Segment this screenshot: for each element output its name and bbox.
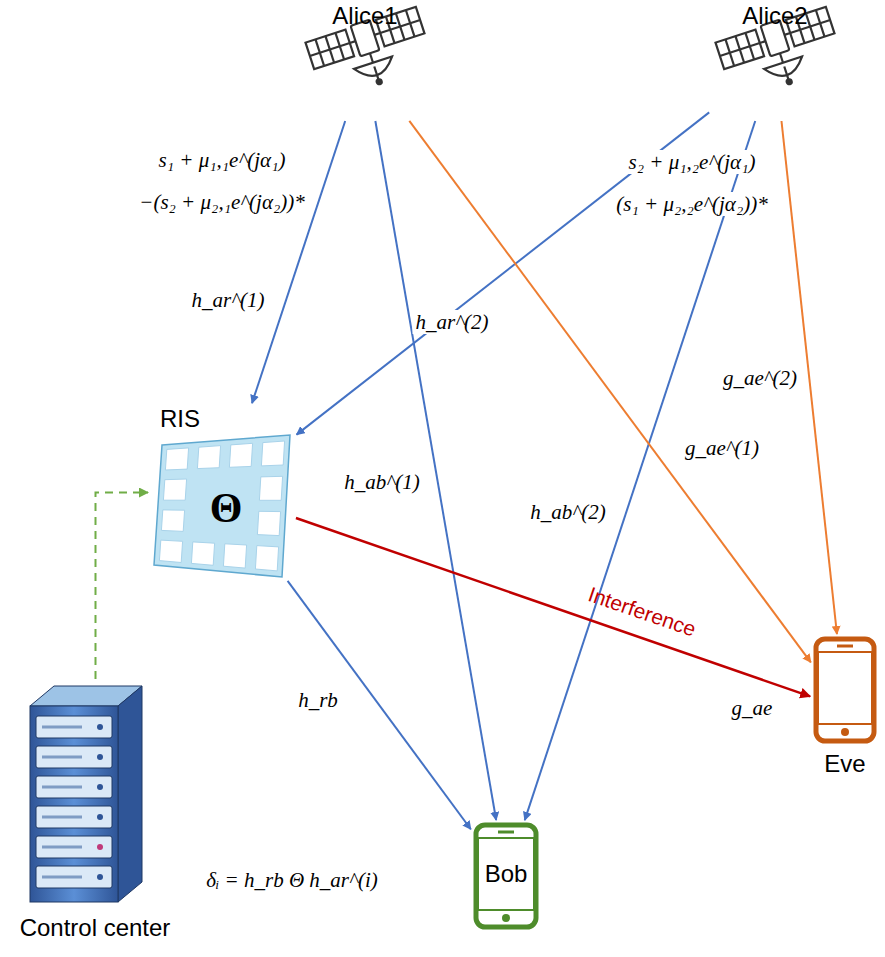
channel-arrow: [409, 121, 810, 663]
channel-label: h_ar^(2): [412, 310, 491, 334]
signal-label: −(s₂ + μ₂,₁e^(jα₂))*: [136, 190, 308, 214]
signal-label: (s₁ + μ₂,₂e^(jα₂))*: [613, 192, 770, 216]
channel-label: h_ar^(1): [188, 288, 267, 312]
ris-panel: RIS Θ: [150, 405, 295, 580]
satellite-node: Alice1: [300, 2, 430, 120]
channel-label: g_ae^(2): [720, 366, 800, 390]
node-label: Control center: [20, 914, 171, 942]
satellite-node: Alice2: [710, 2, 840, 120]
node-label: RIS: [160, 405, 200, 433]
channel-label: h_ab^(2): [527, 500, 608, 524]
control-link: [96, 493, 149, 680]
interference-label: Interference: [582, 581, 701, 642]
channel-label: h_ab^(1): [341, 470, 422, 494]
control-center: Control center: [8, 680, 183, 948]
node-label: Bob: [485, 860, 528, 888]
symbol-label: Θ: [210, 485, 243, 531]
signal-label: s₂ + μ₁,₂e^(jα₁): [626, 150, 759, 174]
signal-label: s₁ + μ₁,₁e^(jα₁): [156, 148, 289, 172]
equation-label: δᵢ = h_rb Θ h_ar^(i): [203, 868, 380, 892]
channel-label: h_rb: [295, 688, 341, 712]
bob-phone: Bob: [472, 822, 540, 932]
node-label: Alice1: [332, 2, 397, 30]
channel-arrow: [525, 121, 755, 820]
node-label: Alice2: [742, 2, 807, 30]
channel-arrow: [288, 581, 471, 829]
channel-arrow: [296, 518, 810, 696]
channel-label: g_ae: [729, 696, 776, 720]
eve-phone: Eve: [812, 636, 878, 781]
node-label: Eve: [824, 750, 865, 778]
channel-label: g_ae^(1): [682, 436, 762, 460]
server-icon: [8, 680, 183, 948]
